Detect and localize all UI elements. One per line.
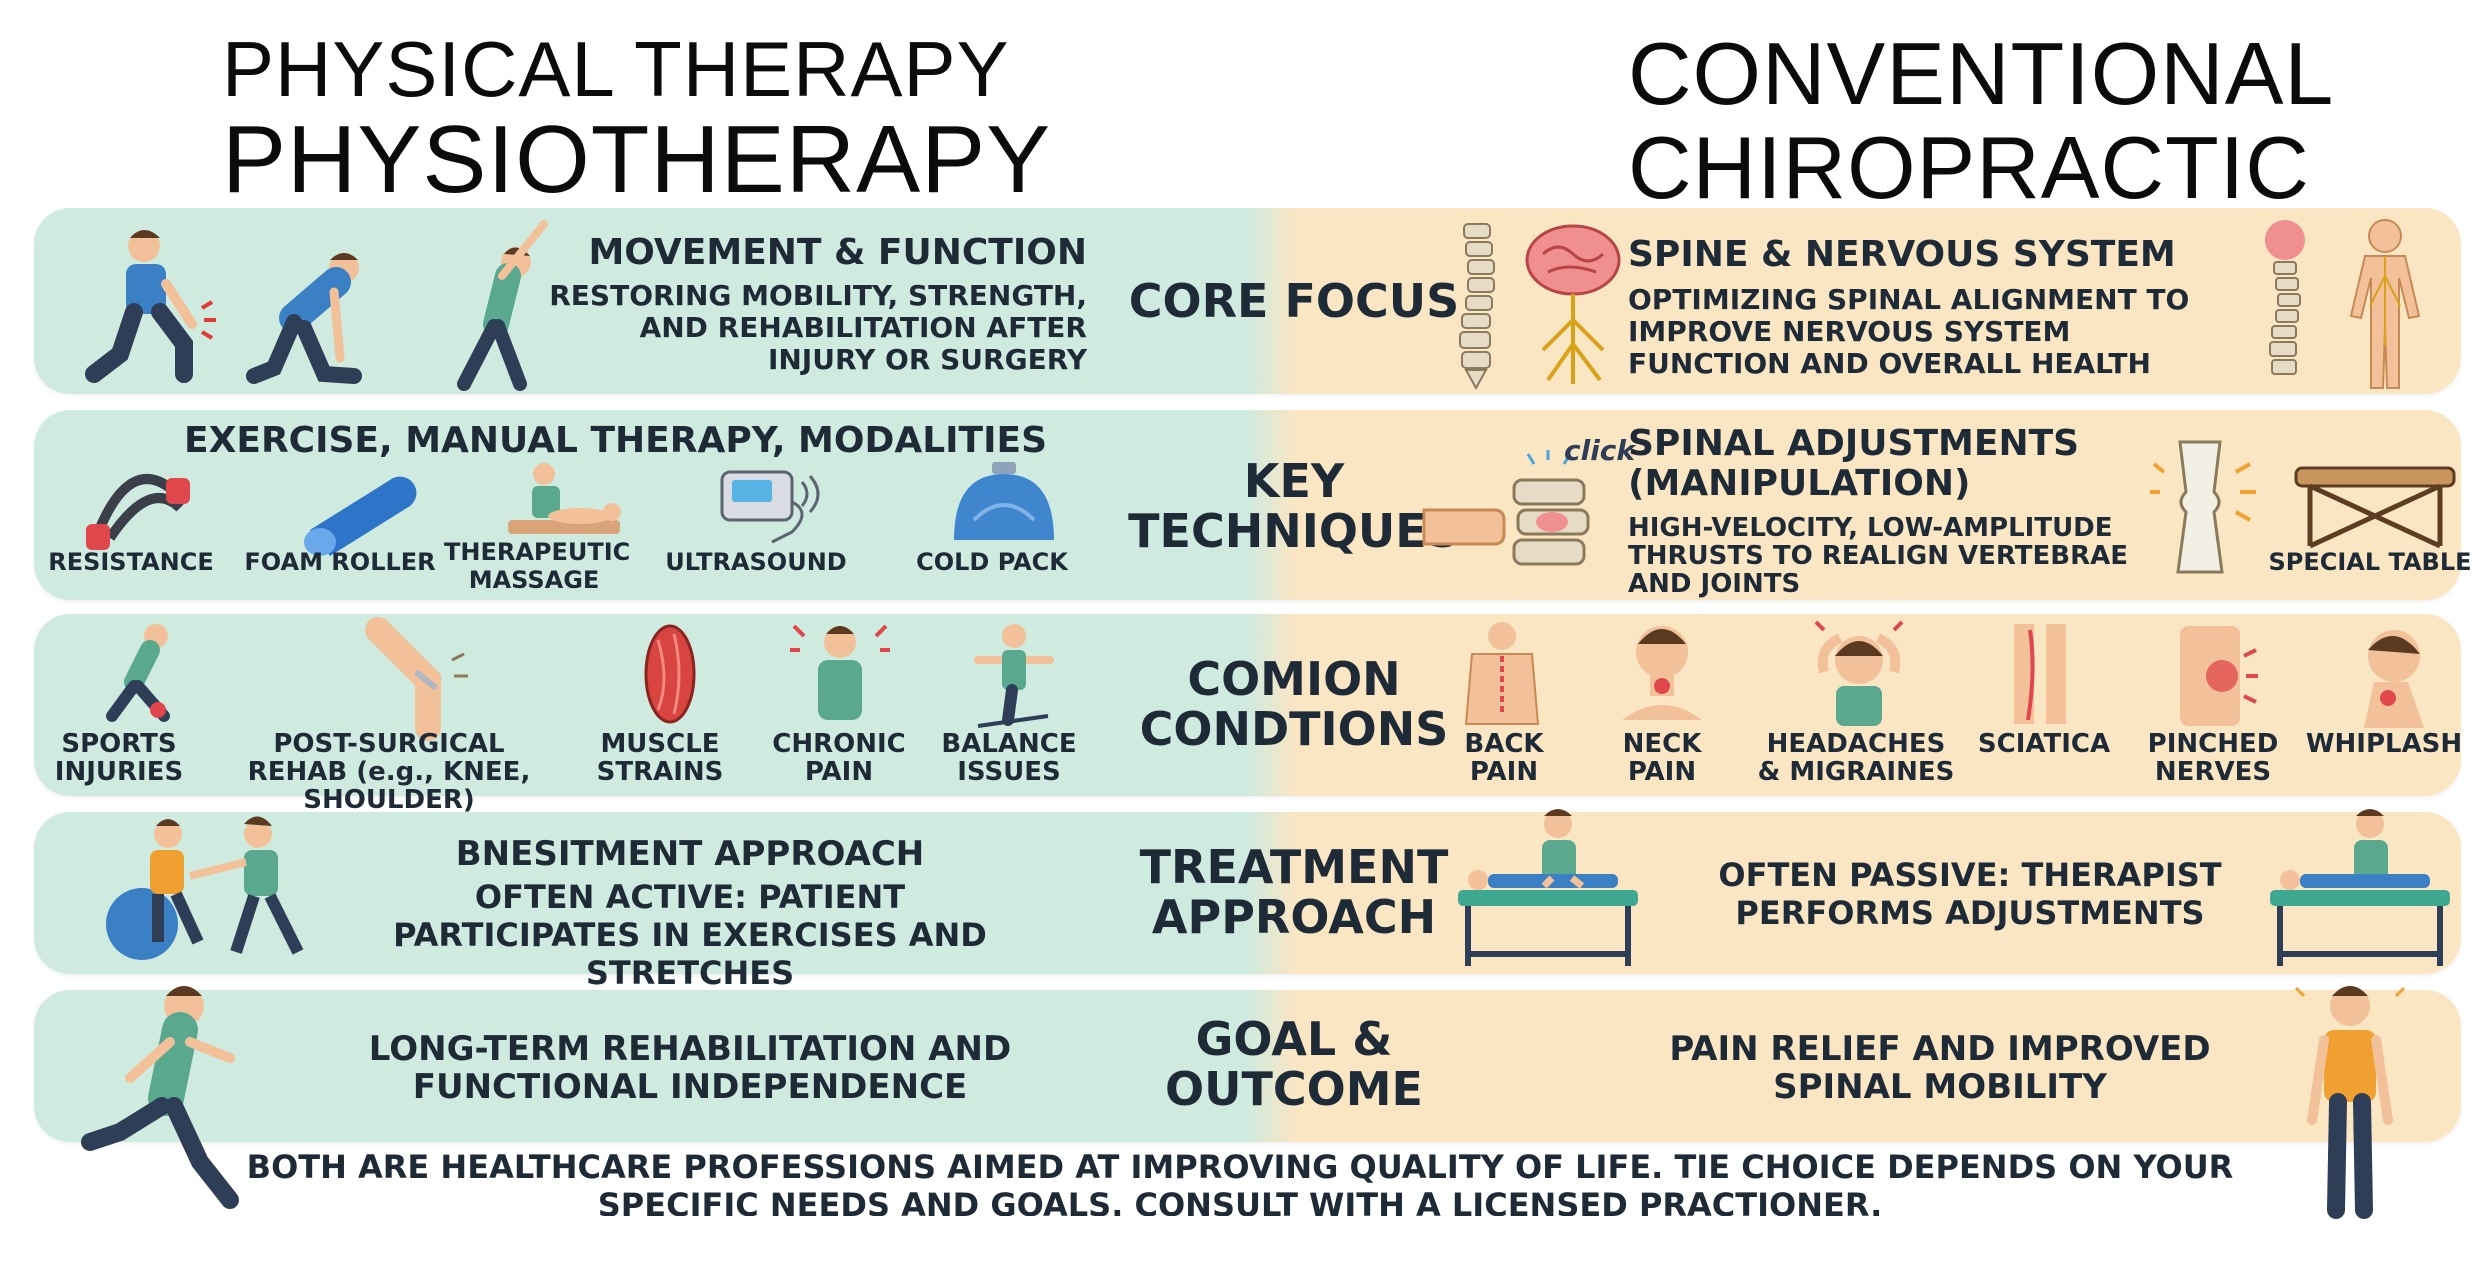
common-conditions-label: COMION CONDTIONS xyxy=(1064,654,1524,754)
row-key-techniques: EXERCISE, MANUAL THERAPY, MODALITIES RES… xyxy=(34,410,2472,600)
brain-nerves-icon xyxy=(1525,224,1621,384)
approach-left-text: OFTEN ACTIVE: PATIENT PARTICIPATES IN EX… xyxy=(393,878,987,992)
approach-right-text: OFTEN PASSIVE: THERAPIST PERFORMS ADJUST… xyxy=(1718,856,2222,932)
running-person-icon xyxy=(81,986,239,1209)
goal-left-text: LONG-TERM REHABILITATION AND FUNCTIONAL … xyxy=(368,1029,1012,1107)
back-pain-icon xyxy=(1464,622,1540,725)
spine-icon xyxy=(1459,223,1495,391)
resistance-band-icon xyxy=(86,474,190,550)
right-header-line2: CHIROPRACTIC xyxy=(1628,118,2310,217)
item-pinched-nerves: PINCHED NERVES xyxy=(2147,729,2279,787)
core-right-heading: SPINE & NERVOUS SYSTEM xyxy=(1628,234,2176,275)
item-foam-roller: FOAM ROLLER xyxy=(244,548,436,576)
core-focus-label: CORE FOCUS xyxy=(1128,274,1460,328)
goal-right-text: PAIN RELIEF AND IMPROVED SPINAL MOBILITY xyxy=(1669,1029,2211,1107)
stretching-person-icon xyxy=(457,220,548,391)
footer-line2: SPECIFIC NEEDS AND GOALS. CONSULT WITH A… xyxy=(597,1186,1883,1216)
key-techniques-line2: TECHNIQUES xyxy=(1128,504,1460,558)
item-resistance: RESISTANCE xyxy=(48,548,214,576)
headache-icon xyxy=(1814,620,1904,726)
foam-roller-icon xyxy=(304,476,417,556)
kneeling-person-icon xyxy=(85,230,216,383)
item-therapeutic-massage: THERAPEUTIC MASSAGE xyxy=(444,538,631,594)
goal-outcome-line2: OUTCOME xyxy=(1165,1062,1423,1116)
muscle-strain-icon xyxy=(644,624,696,724)
treatment-approach-line2: APPROACH xyxy=(1151,890,1437,944)
core-left-text: RESTORING MOBILITY, STRENGTH, AND REHABI… xyxy=(549,279,1087,376)
item-balance-issues: BALANCE ISSUES xyxy=(941,729,1077,787)
techniques-right-heading-line2: (MANIPULATION) xyxy=(1628,463,1971,504)
techniques-left-heading: EXERCISE, MANUAL THERAPY, MODALITIES xyxy=(184,420,1048,461)
row-treatment-approach: BNESITMENT APPROACH OFTEN ACTIVE: PATIEN… xyxy=(34,809,2461,992)
right-header-line1: CONVENTIONAL xyxy=(1628,24,2335,123)
chronic-pain-icon xyxy=(790,624,890,720)
treatment-approach-label: TREATMENT APPROACH xyxy=(1064,842,1524,942)
key-techniques-label: KEY TECHNIQUES xyxy=(1064,456,1524,556)
item-headaches-migraines: HEADACHES & MIGRAINES xyxy=(1757,729,1955,787)
row-goal-outcome: LONG-TERM REHABILITATION AND FUNCTIONAL … xyxy=(34,990,2461,1142)
core-right-text: OPTIMIZING SPINAL ALIGNMENT TO IMPROVE N… xyxy=(1628,283,2190,380)
core-left-heading: MOVEMENT & FUNCTION xyxy=(588,232,1087,273)
techniques-right-heading-line1: SPINAL ADJUSTMENTS xyxy=(1628,423,2080,464)
pinched-nerve-icon xyxy=(2180,626,2258,726)
knee-surgery-icon xyxy=(365,617,468,741)
whiplash-icon xyxy=(2364,630,2424,728)
left-header-line1: PHYSICAL THERAPY xyxy=(222,25,1010,113)
active-therapy-icon xyxy=(106,816,304,960)
footer-note: BOTH ARE HEALTHCARE PROFESSIONS AIMED AT… xyxy=(240,1148,2240,1216)
click-text: click xyxy=(1564,434,1636,467)
row-common-conditions: SPORTS INJURIES POST-SURGICAL REHAB (e.g… xyxy=(34,614,2463,814)
running-injury-icon xyxy=(106,624,170,722)
special-table-icon xyxy=(2294,466,2456,549)
item-sciatica: SCIATICA xyxy=(1977,729,2111,759)
balance-icon xyxy=(974,624,1054,728)
neck-pain-icon xyxy=(1622,626,1702,720)
key-techniques-line1: KEY xyxy=(1243,454,1345,508)
ultrasound-device-icon xyxy=(720,470,820,544)
hand-adjustment-icon xyxy=(1422,450,1590,566)
goal-outcome-line1: GOAL & xyxy=(1195,1012,1393,1066)
left-header: PHYSICAL THERAPY PHYSIOTHERAPY xyxy=(222,30,1051,208)
row-core-focus: MOVEMENT & FUNCTION RESTORING MOBILITY, … xyxy=(34,208,2461,394)
item-sports-injuries: SPORTS INJURIES xyxy=(54,729,184,787)
cold-pack-icon xyxy=(954,462,1054,540)
item-whiplash: WHIPLASH xyxy=(2305,729,2463,759)
knee-joint-icon xyxy=(2150,440,2256,574)
item-back-pain: BACK PAIN xyxy=(1464,729,1544,787)
left-header-line2: PHYSIOTHERAPY xyxy=(222,106,1052,213)
spine-skull-icon xyxy=(2265,220,2305,375)
therapeutic-massage-icon xyxy=(508,463,621,534)
goal-outcome-label: GOAL & OUTCOME xyxy=(1064,1014,1524,1114)
common-conditions-line1: COMION xyxy=(1187,652,1401,706)
techniques-right-text: HIGH-VELOCITY, LOW-AMPLITUDE THRUSTS TO … xyxy=(1628,513,2129,599)
item-neck-pain: NECK PAIN xyxy=(1622,729,1702,787)
item-ultrasound: ULTRASOUND xyxy=(665,548,847,576)
treatment-approach-line1: TREATMENT xyxy=(1139,840,1449,894)
footer-line1: BOTH ARE HEALTHCARE PROFESSIONS AIMED AT… xyxy=(246,1148,2234,1186)
item-muscle-strains: MUSCLE STRAINS xyxy=(596,729,724,787)
crouching-person-icon xyxy=(246,253,362,384)
passive-adjustment-small-icon xyxy=(2270,809,2450,966)
item-chronic-pain: CHRONIC PAIN xyxy=(772,729,906,787)
item-cold-pack: COLD PACK xyxy=(916,548,1068,576)
sciatica-icon xyxy=(2014,624,2066,724)
approach-left-heading: BNESITMENT APPROACH xyxy=(455,834,925,874)
techniques-right-heading: SPINAL ADJUSTMENTS (MANIPULATION) xyxy=(1628,424,2079,504)
passive-adjustment-icon xyxy=(1458,809,1638,966)
item-special-table: SPECIAL TABLE xyxy=(2268,548,2472,576)
common-conditions-line2: CONDTIONS xyxy=(1139,702,1449,756)
standing-person-icon xyxy=(2294,986,2406,1219)
item-post-surgical-rehab: POST-SURGICAL REHAB (e.g., KNEE, SHOULDE… xyxy=(247,729,531,815)
body-nervous-system-icon xyxy=(2349,219,2421,389)
right-header: CONVENTIONAL CHIROPRACTIC xyxy=(1628,30,2334,212)
